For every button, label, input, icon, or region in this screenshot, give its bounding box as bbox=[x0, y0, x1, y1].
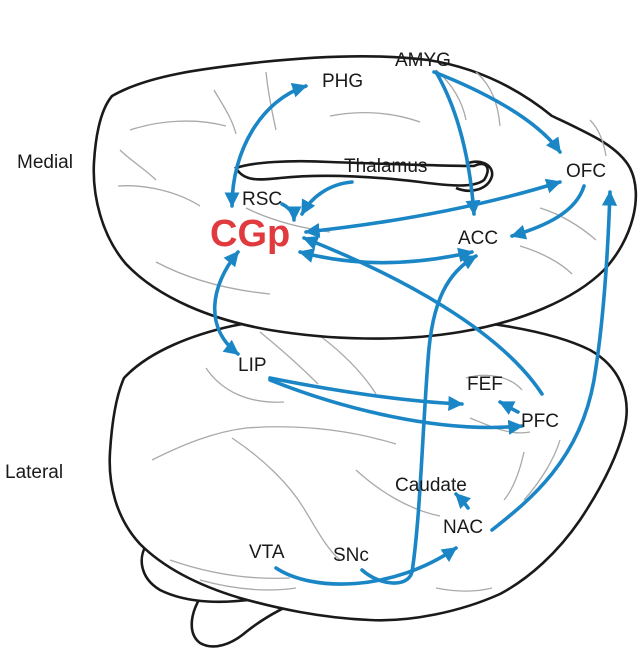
region-label-thalamus: Thalamus bbox=[344, 156, 427, 177]
connection-cgp-phg bbox=[224, 82, 308, 208]
connection-lip-pfc bbox=[268, 378, 524, 435]
region-label-pfc: PFC bbox=[521, 411, 559, 432]
region-label-acc: ACC bbox=[458, 228, 498, 249]
connection-rsc-cgp bbox=[280, 202, 302, 222]
connection-ofc-acc bbox=[510, 184, 586, 240]
region-label-phg: PHG bbox=[322, 71, 363, 92]
connection-amyg-ofc bbox=[432, 70, 562, 154]
focus-region-label-cgp: CGp bbox=[210, 213, 290, 255]
connections bbox=[212, 70, 618, 586]
view-label-lateral: Lateral bbox=[5, 462, 63, 483]
connection-cgp-ofc bbox=[304, 178, 562, 239]
connection-nac-caudate bbox=[454, 492, 471, 510]
medial-cortex-outline bbox=[92, 55, 638, 340]
lateral-sulci bbox=[151, 329, 561, 592]
medial-brain bbox=[92, 55, 638, 340]
region-label-fef: FEF bbox=[467, 374, 503, 395]
region-label-vta: VTA bbox=[249, 542, 285, 563]
labels: Medial Lateral PHG AMYG Thalamus RSC OFC… bbox=[5, 50, 606, 566]
region-label-rsc: RSC bbox=[242, 189, 282, 210]
region-label-caudate: Caudate bbox=[395, 475, 467, 496]
view-label-medial: Medial bbox=[17, 152, 73, 173]
region-label-ofc: OFC bbox=[566, 161, 606, 182]
connection-lip-fef bbox=[268, 376, 464, 412]
region-label-snc: SNc bbox=[333, 545, 369, 566]
region-label-amyg: AMYG bbox=[395, 50, 451, 71]
connection-nac-ofc bbox=[490, 190, 618, 532]
connection-cgp-acc bbox=[298, 247, 474, 265]
region-label-lip: LIP bbox=[238, 355, 267, 376]
connection-cgp-lip bbox=[212, 250, 240, 356]
region-label-nac: NAC bbox=[443, 517, 483, 538]
lateral-brain bbox=[108, 312, 628, 648]
connection-snc-acc bbox=[360, 254, 478, 585]
connection-pfc-cgp bbox=[302, 235, 544, 396]
connection-pfc-fef bbox=[498, 400, 520, 415]
connection-vta-nac bbox=[274, 546, 458, 586]
